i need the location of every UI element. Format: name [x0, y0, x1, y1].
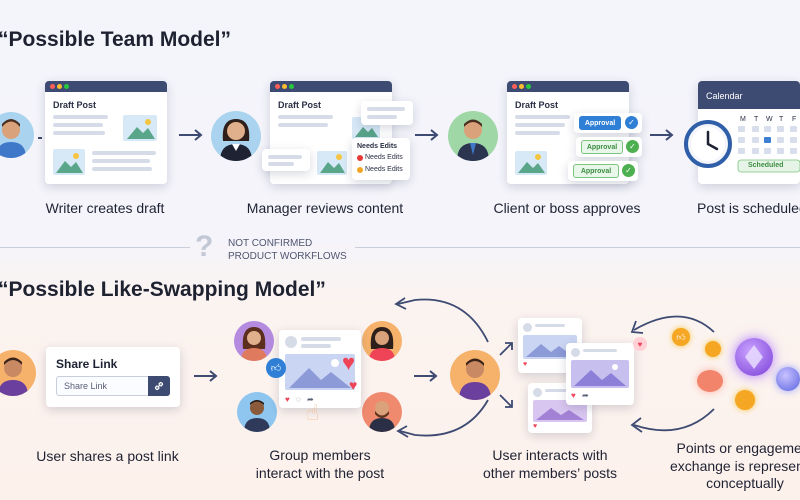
- heart-icon: ♥: [342, 350, 356, 375]
- curved-arrow-icon: [630, 315, 715, 334]
- arrow-up-right-icon: [499, 342, 513, 356]
- approval-badge: Approval: [573, 164, 619, 178]
- coin-icon: [735, 390, 755, 410]
- shared-post-card: ♥ ◌ ➦: [279, 330, 361, 408]
- arrow-right-icon: [38, 130, 42, 148]
- section-divider: [355, 247, 800, 248]
- comment-bubble-icon: [361, 101, 413, 125]
- caption-client: Client or boss approves: [493, 200, 641, 216]
- share-link-card: Share Link Share Link: [46, 347, 180, 407]
- heart-icon: ♥: [349, 377, 358, 393]
- svg-text:T: T: [779, 116, 784, 123]
- arrow-right-icon: [177, 128, 205, 147]
- arrow-right-icon: [192, 369, 220, 388]
- approval-row: Approval ✓: [568, 161, 638, 181]
- window-titlebar: [45, 81, 167, 92]
- image-placeholder-icon: [285, 354, 355, 390]
- svg-text:W: W: [766, 116, 773, 123]
- image-placeholder-icon: [123, 115, 157, 141]
- caption-interact: User interacts with other members’ posts: [482, 447, 618, 481]
- needs-edits-title: Needs Edits: [357, 143, 398, 150]
- caption-share: User shares a post link: [36, 448, 179, 464]
- link-icon[interactable]: [148, 376, 170, 396]
- calendar-title: Calendar: [706, 91, 743, 101]
- caption-writer: Writer creates draft: [45, 200, 165, 216]
- share-icon: ➦: [307, 395, 314, 404]
- not-confirmed-label: NOT CONFIRMED PRODUCT WORKFLOWS: [228, 238, 347, 262]
- share-link-title: Share Link: [56, 357, 118, 371]
- curved-arrow-icon: [630, 408, 715, 433]
- needs-edits-item: Needs Edits: [365, 166, 403, 173]
- coin-icon: 👍︎: [672, 328, 690, 346]
- caption-scheduled: Post is scheduled: [697, 200, 800, 216]
- manager-avatar: [211, 111, 261, 161]
- member-post-card: ♥ ➦: [566, 343, 634, 405]
- check-icon: ✓: [625, 116, 638, 129]
- like-model-title: “Possible Like-Swapping Model”: [0, 278, 326, 301]
- approval-badge: Approval: [581, 140, 623, 154]
- section-divider: [0, 247, 190, 248]
- orange-alert-icon: [357, 167, 363, 173]
- red-alert-icon: [357, 155, 363, 161]
- curved-arrow-icon: [394, 297, 489, 343]
- check-icon: ✓: [622, 164, 635, 177]
- svg-text:F: F: [792, 116, 796, 123]
- approval-row: Approval ✓: [576, 137, 642, 157]
- approval-row: Approval ✓: [574, 113, 642, 133]
- needs-edits-card: Needs Edits Needs Edits Needs Edits: [352, 138, 410, 180]
- gem-icon: [776, 367, 800, 391]
- question-icon: ?: [195, 230, 214, 263]
- member-avatar: [362, 321, 402, 361]
- coin-icon: [697, 370, 723, 392]
- like-thumb-icon: 👍︎: [266, 358, 286, 378]
- window-title: Draft Post: [53, 100, 97, 110]
- window-title: Draft Post: [515, 100, 559, 110]
- arrow-down-right-icon: [499, 394, 513, 408]
- pointing-hand-icon: ☝︎: [306, 400, 320, 425]
- heart-icon: ♥: [285, 395, 290, 404]
- share-link-value: Share Link: [64, 381, 108, 391]
- arrow-right-icon: [413, 128, 441, 147]
- member-avatar: [234, 321, 274, 361]
- arrow-right-icon: [648, 128, 676, 147]
- coin-icon: [705, 341, 721, 357]
- svg-text:T: T: [754, 116, 759, 123]
- sharing-user-avatar: [0, 350, 36, 396]
- gem-icon: [735, 338, 773, 376]
- svg-text:M: M: [740, 116, 746, 123]
- interacting-user-avatar: [450, 350, 500, 400]
- check-icon: ✓: [626, 140, 639, 153]
- comment-icon: ◌: [296, 395, 301, 404]
- writer-draft-window: Draft Post: [45, 81, 167, 184]
- clock-icon: [684, 120, 732, 168]
- member-avatar: [237, 392, 277, 432]
- window-title: Draft Post: [278, 100, 322, 110]
- share-link-input[interactable]: Share Link: [56, 376, 170, 396]
- heart-token-icon: ♥: [633, 337, 647, 351]
- image-placeholder-icon: [515, 151, 547, 175]
- image-placeholder-icon: [53, 149, 85, 175]
- curved-arrow-icon: [396, 399, 489, 438]
- scheduled-badge: Scheduled: [748, 162, 784, 169]
- caption-manager: Manager reviews content: [246, 200, 404, 216]
- comment-bubble-icon: [262, 149, 310, 171]
- writer-avatar: [0, 112, 34, 158]
- needs-edits-item: Needs Edits: [365, 154, 403, 161]
- approval-badge: Approval: [579, 116, 621, 130]
- client-avatar: [448, 111, 498, 161]
- team-model-title: “Possible Team Model”: [0, 28, 231, 51]
- arrow-right-icon: [412, 369, 440, 388]
- member-avatar: [362, 392, 402, 432]
- member-post-card: ♥: [528, 383, 592, 433]
- image-placeholder-icon: [317, 151, 347, 175]
- caption-points: Points or engagement exchange is represe…: [670, 440, 800, 491]
- caption-group: Group members interact with the post: [255, 447, 385, 481]
